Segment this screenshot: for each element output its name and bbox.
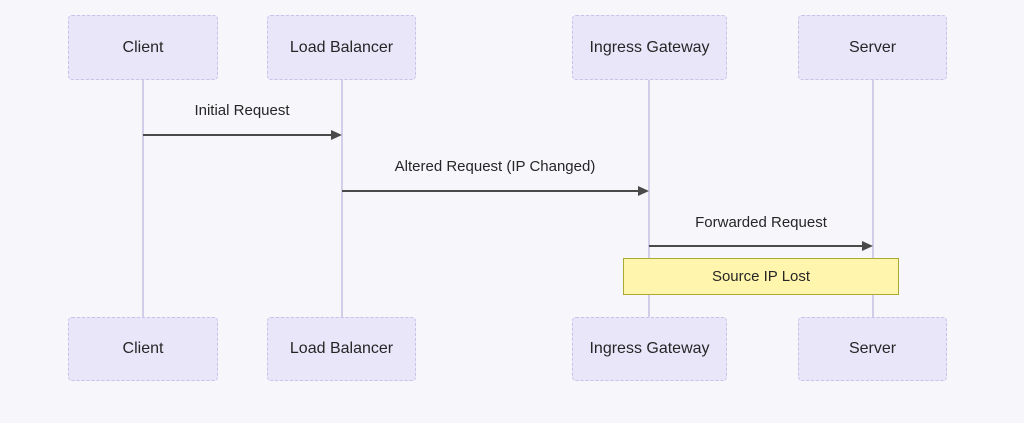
actor-label: Server	[848, 38, 897, 56]
actor-top-server: Server	[798, 15, 947, 80]
actor-label: Load Balancer	[289, 340, 394, 357]
actor-label: Ingress Gateway	[589, 340, 710, 357]
actor-label: Load Balancer	[289, 38, 394, 56]
lifeline-ingress-gateway	[648, 80, 650, 317]
arrowhead-right-icon	[331, 130, 342, 140]
actor-bottom-ingress-gateway: Ingress Gateway	[572, 317, 727, 381]
actor-label: Client	[122, 340, 164, 357]
note-label: Source IP Lost	[711, 268, 811, 285]
actor-top-load-balancer: Load Balancer	[267, 15, 416, 80]
message-line-initial-request	[143, 134, 332, 136]
actor-bottom-server: Server	[798, 317, 947, 381]
message-line-altered-request	[342, 190, 639, 192]
message-label-altered-request: Altered Request (IP Changed)	[394, 158, 596, 175]
actor-label: Ingress Gateway	[589, 38, 710, 56]
lifeline-client	[142, 80, 144, 317]
actor-bottom-load-balancer: Load Balancer	[267, 317, 416, 381]
note-source-ip-lost: Source IP Lost	[623, 258, 899, 295]
arrowhead-right-icon	[638, 186, 649, 196]
actor-top-client: Client	[68, 15, 218, 80]
message-label-forwarded-request: Forwarded Request	[695, 214, 827, 231]
message-line-forwarded-request	[649, 245, 863, 247]
actor-top-ingress-gateway: Ingress Gateway	[572, 15, 727, 80]
lifeline-load-balancer	[341, 80, 343, 317]
actor-label: Server	[848, 340, 897, 357]
actor-label: Client	[122, 38, 164, 56]
arrowhead-right-icon	[862, 241, 873, 251]
lifeline-server	[872, 80, 874, 317]
message-label-initial-request: Initial Request	[194, 102, 290, 119]
actor-bottom-client: Client	[68, 317, 218, 381]
